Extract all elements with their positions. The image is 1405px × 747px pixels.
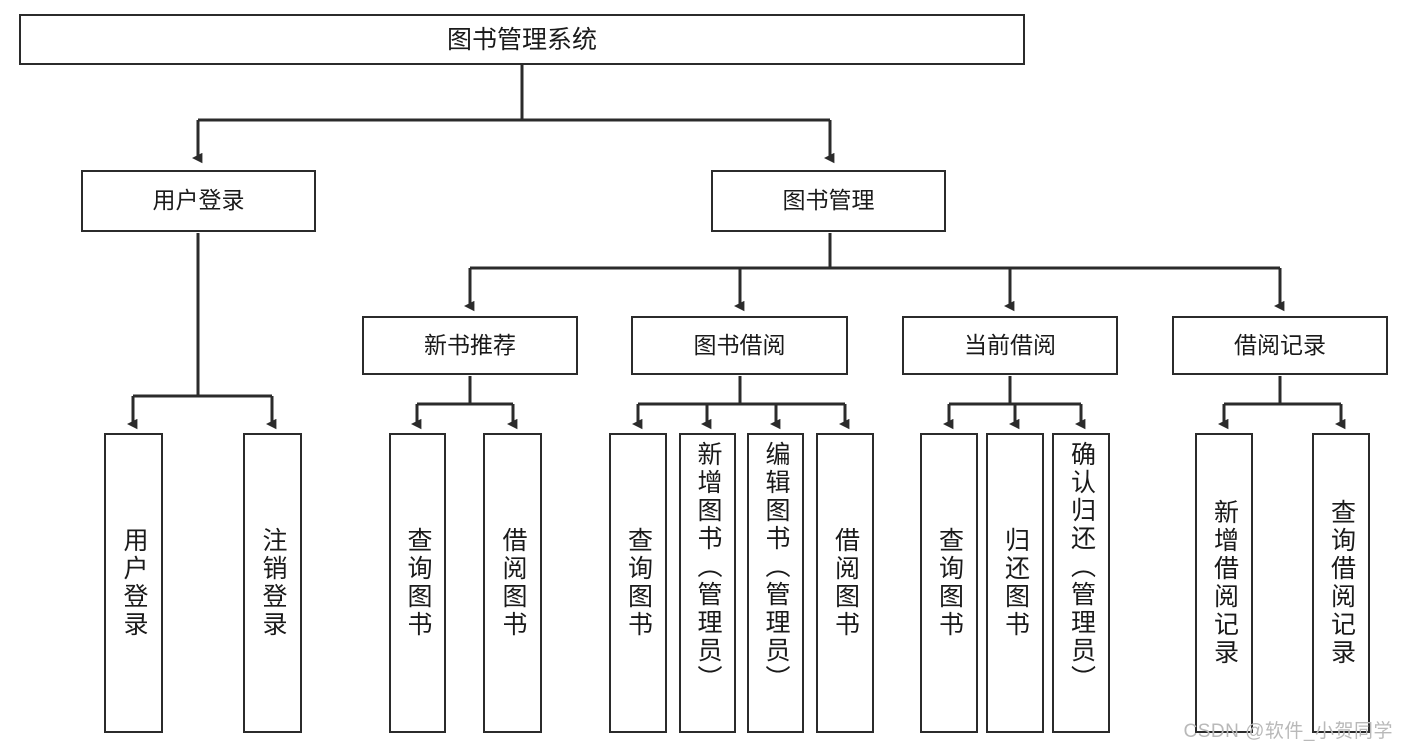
node-label: 借阅图书 <box>499 527 527 639</box>
node-label: 用户登录 <box>120 527 148 639</box>
node-leaf-query-book-current[interactable]: 查询图书 <box>920 433 978 733</box>
node-leaf-borrow-book-recommend[interactable]: 借阅图书 <box>483 433 542 733</box>
node-label: 新增借阅记录 <box>1210 499 1239 667</box>
node-leaf-add-book[interactable]: 新增图书（管理员） <box>679 433 736 733</box>
node-label: 查询图书 <box>404 527 432 639</box>
node-current-borrow[interactable]: 当前借阅 <box>902 316 1118 375</box>
node-label: 图书借阅 <box>693 331 786 358</box>
node-leaf-query-book-recommend[interactable]: 查询图书 <box>389 433 446 733</box>
node-new-book-recommend[interactable]: 新书推荐 <box>362 316 578 375</box>
node-label: 图书管理系统 <box>446 25 597 54</box>
node-label: 借阅图书 <box>831 527 860 639</box>
node-label: 编辑图书（管理员） <box>762 441 790 693</box>
node-leaf-confirm-return[interactable]: 确认归还（管理员） <box>1052 433 1110 733</box>
node-label: 查询图书 <box>624 527 653 639</box>
node-label: 借阅记录 <box>1234 331 1326 358</box>
node-label: 新增图书（管理员） <box>694 441 722 693</box>
node-leaf-add-borrow-record[interactable]: 新增借阅记录 <box>1195 433 1253 733</box>
node-leaf-logout-login[interactable]: 注销登录 <box>243 433 302 733</box>
node-book-management[interactable]: 图书管理 <box>711 170 946 232</box>
node-leaf-edit-book[interactable]: 编辑图书（管理员） <box>747 433 804 733</box>
node-leaf-user-login[interactable]: 用户登录 <box>104 433 163 733</box>
node-leaf-query-book-borrow[interactable]: 查询图书 <box>609 433 667 733</box>
node-label: 图书管理 <box>782 187 875 214</box>
node-label: 查询图书 <box>935 527 964 639</box>
node-borrow-record[interactable]: 借阅记录 <box>1172 316 1388 375</box>
node-label: 确认归还（管理员） <box>1067 441 1096 693</box>
node-leaf-query-borrow-record[interactable]: 查询借阅记录 <box>1312 433 1370 733</box>
node-label: 用户登录 <box>152 187 245 214</box>
node-label: 当前借阅 <box>964 331 1056 358</box>
node-user-login[interactable]: 用户登录 <box>81 170 316 232</box>
node-book-management-system[interactable]: 图书管理系统 <box>19 14 1025 65</box>
node-label: 新书推荐 <box>424 331 516 358</box>
node-label: 查询借阅记录 <box>1327 499 1356 667</box>
node-leaf-borrow-book[interactable]: 借阅图书 <box>816 433 874 733</box>
node-label: 注销登录 <box>259 527 287 639</box>
node-leaf-return-book[interactable]: 归还图书 <box>986 433 1044 733</box>
node-book-borrow[interactable]: 图书借阅 <box>631 316 848 375</box>
node-label: 归还图书 <box>1001 527 1030 639</box>
watermark-text: CSDN @软件_小贺同学 <box>1183 721 1393 742</box>
